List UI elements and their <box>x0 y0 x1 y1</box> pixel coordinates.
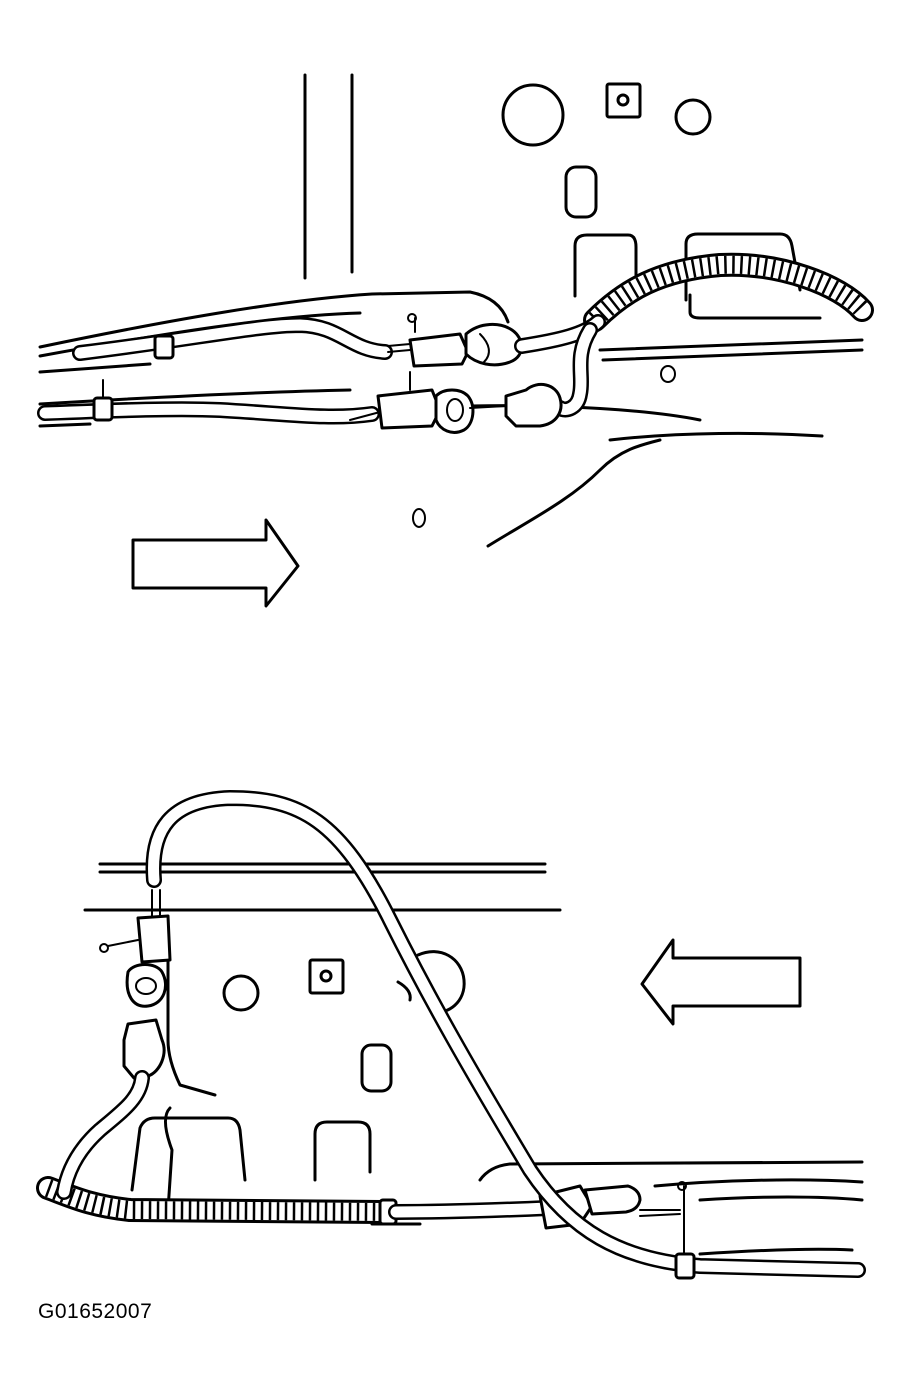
top-lower-wire <box>37 379 381 425</box>
top-harness-loom <box>583 252 874 332</box>
arrow-left-icon <box>640 938 802 1026</box>
bottom-harness-loom <box>36 1176 400 1226</box>
bottom-arch-wire <box>145 790 866 1280</box>
top-upper-connector <box>407 313 523 368</box>
bottom-panel-holes <box>130 950 466 1192</box>
bottom-view <box>36 790 866 1280</box>
top-pigtail-wire <box>514 314 606 418</box>
top-view <box>37 73 874 608</box>
arrow-right-icon <box>131 518 300 608</box>
figure-id-label: G01652007 <box>38 1300 153 1323</box>
top-upper-wire <box>72 317 411 361</box>
top-lower-connector <box>376 371 563 434</box>
bottom-pigtail-wire <box>56 1070 150 1200</box>
bottom-left-connector <box>99 889 172 1080</box>
top-pillar <box>303 73 354 280</box>
bottom-panel-outline <box>164 918 217 1212</box>
bottom-rails <box>83 862 562 912</box>
top-panel-holes <box>412 82 822 528</box>
